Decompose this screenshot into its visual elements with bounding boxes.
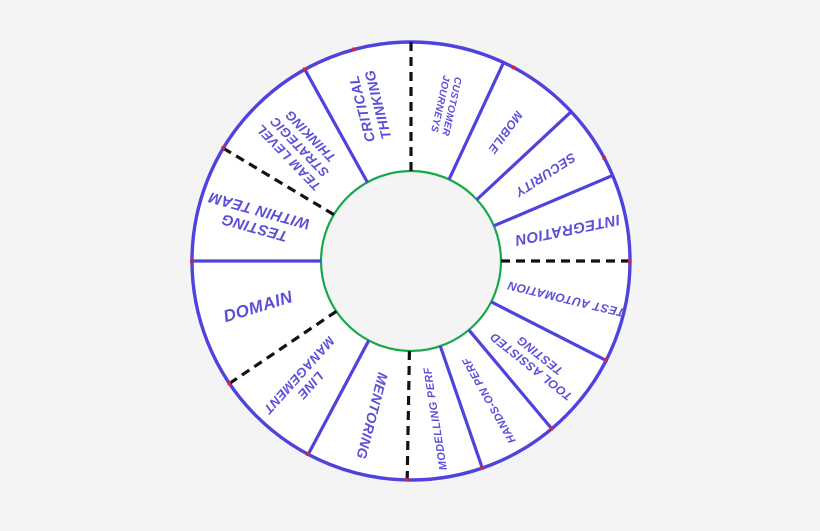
tick-marker-4 — [549, 426, 554, 431]
tick-marker-7 — [306, 452, 310, 456]
dividers-layer — [192, 42, 630, 480]
divider-critical-thinking-solid — [303, 68, 369, 184]
tick-marker-8 — [227, 381, 232, 386]
segment-hands-on-perf[interactable] — [440, 329, 552, 469]
tick-marker-6 — [405, 477, 409, 482]
tick-marker-5 — [480, 466, 484, 470]
inner-hub-circle — [319, 169, 503, 353]
segment-tool-assisted-testing[interactable] — [468, 301, 607, 429]
tick-marker-10 — [221, 146, 225, 150]
divider-mentoring-dashed — [405, 350, 412, 480]
segment-modelling-perf[interactable] — [407, 346, 483, 480]
segment-security[interactable] — [476, 111, 613, 226]
segment-line-management[interactable] — [229, 311, 369, 455]
divider-security-solid — [475, 110, 573, 201]
segments-layer — [192, 42, 630, 480]
segment-customer-journeys[interactable] — [411, 42, 504, 180]
divider-integration-solid — [493, 173, 614, 228]
divider-team-level-strategic-thinking-dashed — [222, 146, 335, 217]
divider-domain-dashed — [228, 310, 338, 385]
divider-hands-on-perf-solid — [467, 328, 553, 430]
divider-tool-assisted-testing-solid — [490, 300, 607, 362]
tick-marker-3 — [604, 358, 608, 363]
tick-marker-9 — [190, 259, 194, 263]
tick-markers-layer — [190, 47, 632, 482]
segment-mentoring[interactable] — [308, 340, 410, 480]
tick-marker-0 — [511, 65, 516, 70]
divider-line-management-solid — [306, 339, 371, 456]
segment-test-automation[interactable] — [491, 261, 630, 361]
divider-mobile-solid — [447, 61, 506, 181]
tick-marker-2 — [628, 259, 632, 263]
segment-integration[interactable] — [493, 175, 630, 261]
segment-mobile[interactable] — [449, 62, 572, 200]
tick-marker-1 — [602, 156, 606, 160]
segment-testing-within-team[interactable] — [192, 148, 334, 261]
segment-team-level-strategic-thinking[interactable] — [223, 69, 368, 215]
divider-modelling-perf-solid — [438, 345, 484, 469]
segment-domain[interactable] — [192, 261, 337, 384]
tick-marker-11 — [302, 67, 307, 72]
tick-marker-12 — [352, 47, 356, 52]
segment-critical-thinking[interactable] — [304, 42, 411, 183]
